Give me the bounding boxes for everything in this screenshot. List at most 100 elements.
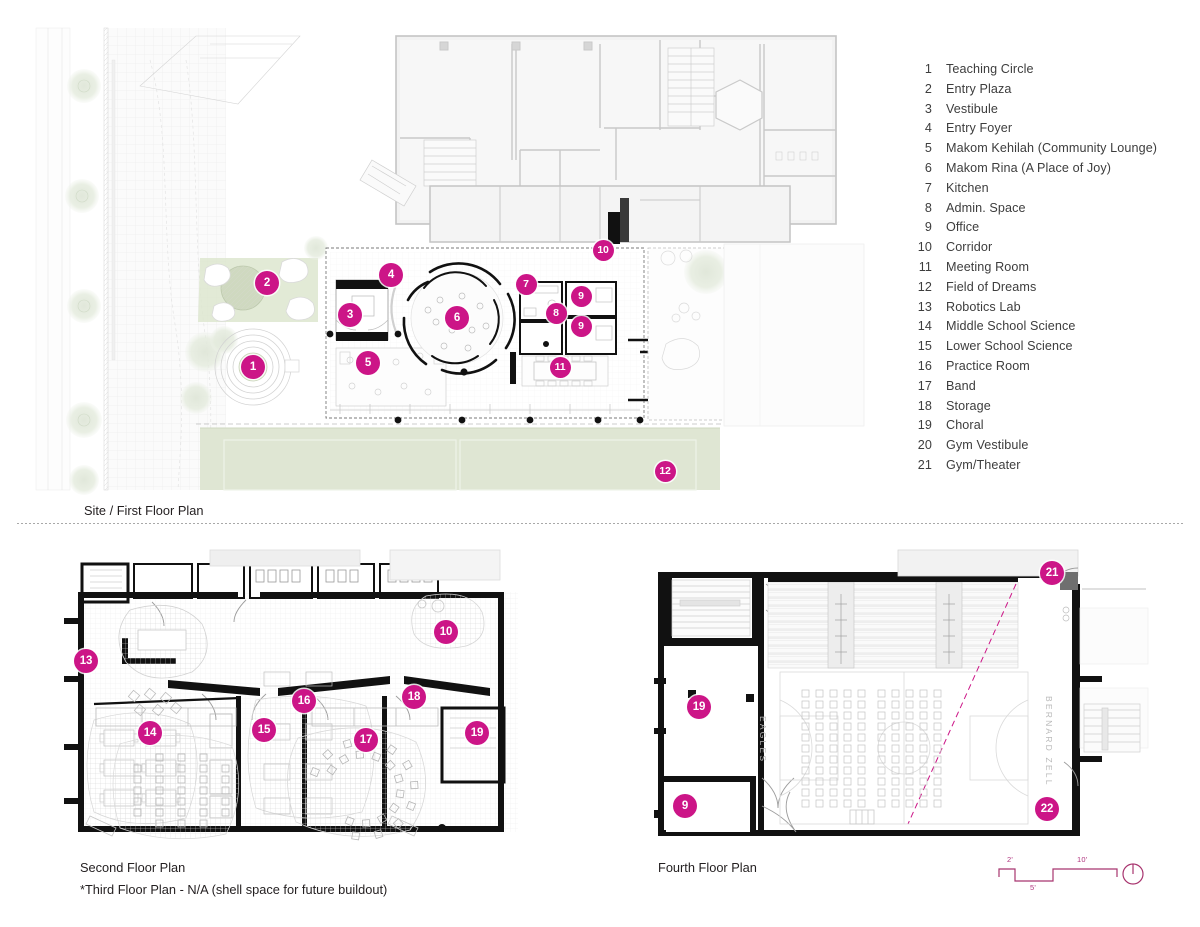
choral-seating bbox=[287, 727, 426, 837]
legend-item-label: Field of Dreams bbox=[946, 279, 1037, 294]
section-divider bbox=[16, 523, 1184, 524]
fourth-floor-drawing bbox=[654, 549, 1149, 836]
caption-second-floor: Second Floor Plan bbox=[80, 860, 186, 875]
legend-item: 20 Gym Vestibule bbox=[898, 438, 1188, 458]
legend-item: 12 Field of Dreams bbox=[898, 280, 1188, 300]
plan-marker: 12 bbox=[654, 460, 676, 482]
plan-marker: 10 bbox=[592, 239, 614, 261]
legend-item-label: Meeting Room bbox=[946, 259, 1030, 274]
legend-item-number: 15 bbox=[917, 339, 932, 354]
plan-marker: 22 bbox=[1035, 797, 1059, 821]
legend-item-label: Practice Room bbox=[946, 358, 1030, 373]
plan-marker: 9 bbox=[570, 285, 592, 307]
fourth-floor-plan: EAGLES BERNARD ZELL 21 19 9 22 bbox=[640, 548, 1150, 848]
legend-item-label: Corridor bbox=[946, 240, 993, 255]
site-plan-drawing bbox=[35, 27, 865, 495]
legend-item: 18 Storage bbox=[898, 399, 1188, 419]
legend-item: 8 Admin. Space bbox=[898, 201, 1188, 221]
gym-court bbox=[779, 671, 1029, 825]
legend-item-label: Teaching Circle bbox=[946, 62, 1034, 76]
legend-item-label: Admin. Space bbox=[946, 200, 1026, 215]
legend-item-label: Choral bbox=[946, 418, 984, 433]
gym-wall-text-right: BERNARD ZELL bbox=[1044, 696, 1054, 787]
plan-marker: 16 bbox=[292, 689, 316, 713]
legend-item-number: 18 bbox=[917, 398, 932, 413]
plan-marker: 8 bbox=[545, 302, 567, 324]
east-courtyard bbox=[647, 247, 735, 421]
legend-item: 9 Office bbox=[898, 220, 1188, 240]
legend-item-label: Gym/Theater bbox=[946, 457, 1021, 472]
legend-item-number: 12 bbox=[917, 279, 932, 294]
legend-item-label: Middle School Science bbox=[946, 319, 1076, 334]
plan-marker: 9 bbox=[673, 794, 697, 818]
plan-marker: 2 bbox=[255, 271, 279, 295]
legend-item-label: Gym Vestibule bbox=[946, 438, 1029, 453]
plan-marker: 18 bbox=[402, 685, 426, 709]
plan-marker: 6 bbox=[445, 306, 469, 330]
legend-item: 11 Meeting Room bbox=[898, 260, 1188, 280]
legend-item-number: 14 bbox=[917, 319, 932, 334]
legend-item: 21 Gym/Theater bbox=[898, 458, 1188, 478]
plan-marker: 4 bbox=[379, 263, 403, 287]
legend-item-number: 2 bbox=[924, 81, 932, 96]
plan-marker: 1 bbox=[241, 355, 265, 379]
legend-item-label: Storage bbox=[946, 398, 991, 413]
plan-marker: 14 bbox=[138, 721, 162, 745]
scale-tick-10: 10' bbox=[1077, 855, 1088, 864]
legend-item-number: 3 bbox=[924, 101, 932, 116]
legend-item: 2 Entry Plaza bbox=[898, 82, 1188, 102]
legend-item: 1 Teaching Circle bbox=[898, 62, 1188, 82]
legend-item-number: 20 bbox=[917, 438, 932, 453]
first-floor-addition bbox=[325, 247, 670, 424]
legend-item-label: Kitchen bbox=[946, 180, 989, 195]
bleachers bbox=[767, 578, 1019, 669]
legend-item-label: Entry Foyer bbox=[946, 121, 1013, 136]
scale-bar-graphic bbox=[998, 863, 1144, 885]
legend-item-label: Band bbox=[946, 378, 976, 393]
plan-marker: 7 bbox=[515, 273, 537, 295]
legend-item: 14 Middle School Science bbox=[898, 319, 1188, 339]
caption-site-plan: Site / First Floor Plan bbox=[84, 503, 204, 518]
legend-item-number: 4 bbox=[924, 121, 932, 136]
band-seating bbox=[112, 735, 240, 840]
legend-item-number: 9 bbox=[924, 220, 932, 235]
legend-item-number: 21 bbox=[917, 457, 932, 472]
legend-item: 15 Lower School Science bbox=[898, 339, 1188, 359]
legend-item: 16 Practice Room bbox=[898, 359, 1188, 379]
plan-marker: 5 bbox=[356, 351, 380, 375]
legend-item-label: Entry Plaza bbox=[946, 81, 1012, 96]
plan-marker: 11 bbox=[549, 356, 571, 378]
legend-item-label: Makom Rina (A Place of Joy) bbox=[946, 160, 1112, 175]
field-of-dreams bbox=[200, 427, 720, 491]
legend-item: 4 Entry Foyer bbox=[898, 121, 1188, 141]
legend-item-number: 8 bbox=[924, 200, 932, 215]
street-trees bbox=[65, 69, 102, 495]
legend-item-label: Office bbox=[946, 220, 980, 235]
plan-marker: 19 bbox=[687, 695, 711, 719]
plan-marker: 21 bbox=[1040, 561, 1064, 585]
scale-tick-2: 2' bbox=[1007, 855, 1014, 864]
plan-marker: 10 bbox=[434, 620, 458, 644]
caption-fourth-floor: Fourth Floor Plan bbox=[658, 860, 757, 875]
legend-item-number: 11 bbox=[918, 259, 932, 274]
legend-item-number: 10 bbox=[917, 240, 932, 255]
legend-item-number: 1 bbox=[924, 62, 932, 76]
plan-marker: 15 bbox=[252, 718, 276, 742]
gym-wall-text-left: EAGLES bbox=[758, 716, 768, 764]
plan-marker: 17 bbox=[354, 728, 378, 752]
plan-marker: 9 bbox=[570, 315, 592, 337]
plan-marker: 3 bbox=[338, 303, 362, 327]
caption-third-floor-note: *Third Floor Plan - N/A (shell space for… bbox=[80, 882, 388, 897]
scale-bar: 2' 5' 10' bbox=[995, 855, 1145, 897]
legend-item: 10 Corridor bbox=[898, 240, 1188, 260]
legend-item-label: Lower School Science bbox=[946, 339, 1073, 354]
legend-item-number: 16 bbox=[917, 358, 932, 373]
